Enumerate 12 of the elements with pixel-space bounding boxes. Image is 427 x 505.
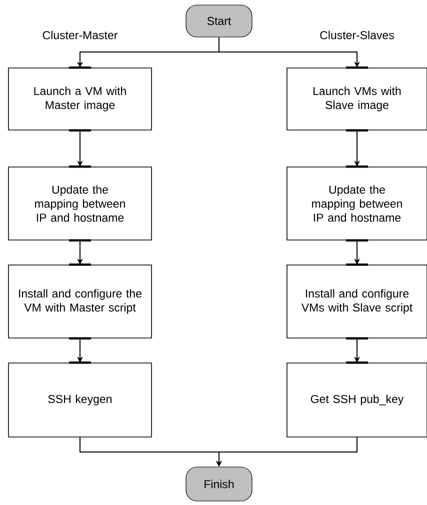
process-box: Get SSH pub_key (286, 362, 427, 438)
process-box: Install and configure VMs with Slave script (286, 264, 427, 338)
process-box: Install and configure the VM with Master script (8, 264, 152, 338)
process-box: Launch a VM with Master image (8, 68, 152, 130)
column-heading: Cluster-Master (42, 30, 118, 40)
process-box: Launch VMs with Slave image (286, 68, 427, 130)
terminal-box: Finish (186, 466, 252, 502)
process-box: Update the mapping between IP and hostname (286, 166, 427, 240)
column-heading: Cluster-Slaves (320, 30, 394, 40)
process-box: SSH keygen (8, 362, 152, 438)
process-box: Update the mapping between IP and hostname (8, 166, 152, 240)
terminal-box: Start (186, 4, 252, 38)
